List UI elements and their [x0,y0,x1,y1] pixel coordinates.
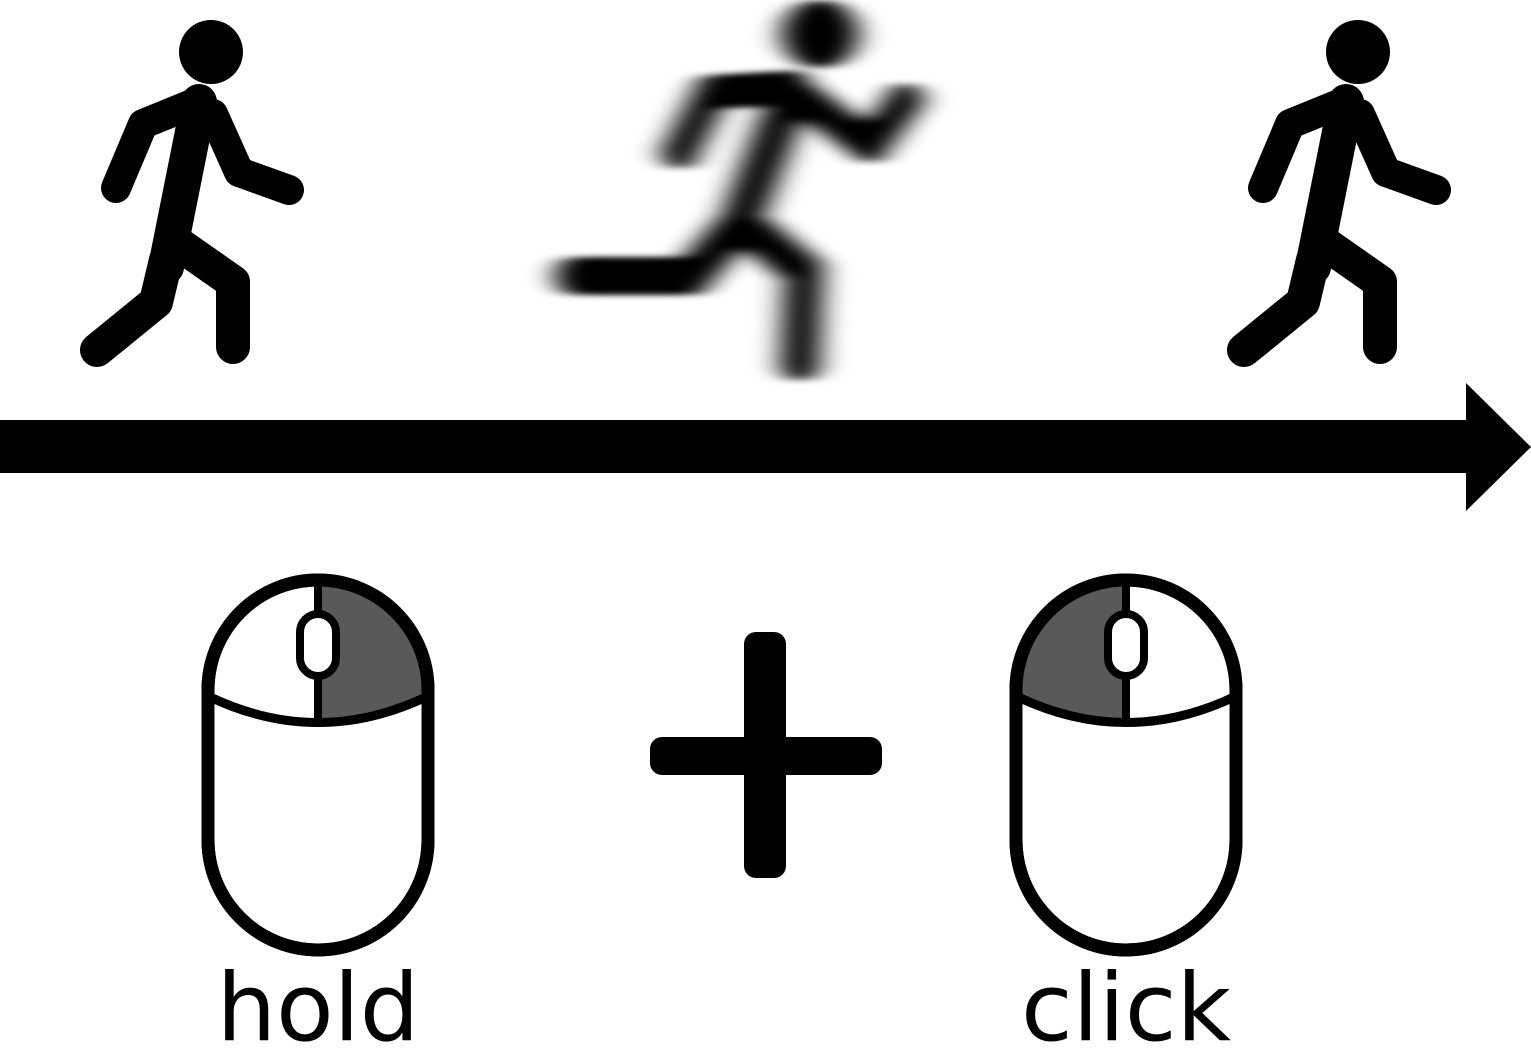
walking-person-icon [97,20,289,350]
click-label: click [1020,954,1232,1052]
running-person-icon [575,0,905,362]
mouse-right-button-icon [201,573,435,957]
mouse-left-button-icon [1009,573,1243,957]
plus-icon [650,632,882,878]
timeline-arrow-icon [0,383,1531,511]
hold-label: hold [216,954,420,1052]
walking-person-icon [1244,20,1436,350]
